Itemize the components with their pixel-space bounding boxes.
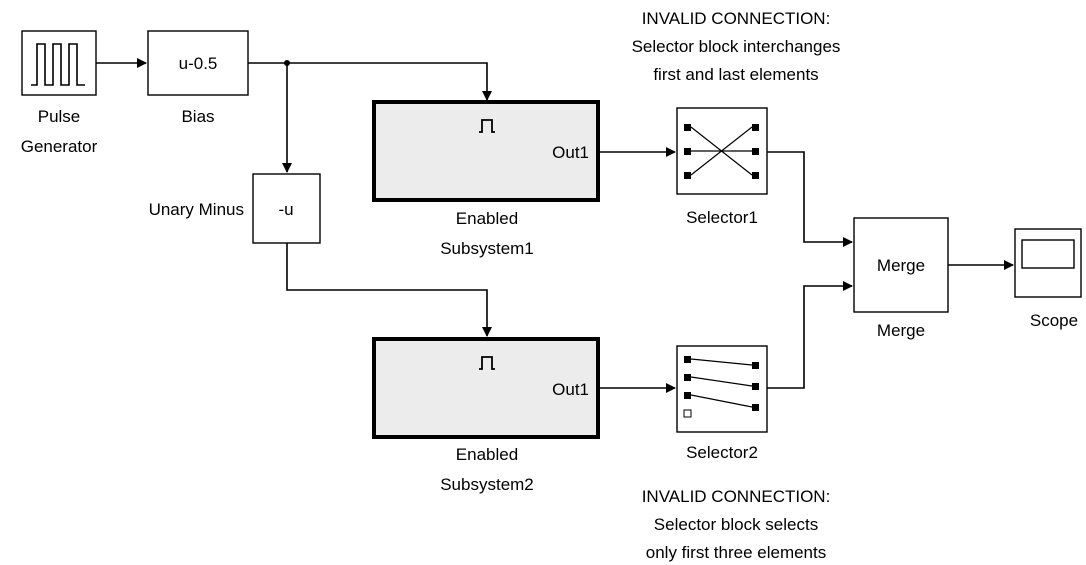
- unary-minus-expression: -u: [278, 200, 293, 219]
- merge-block[interactable]: Merge Merge: [853, 217, 949, 340]
- bias-body[interactable]: [147, 30, 249, 96]
- enabled-subsystem2-block[interactable]: Out1 Enabled Subsystem2: [372, 337, 600, 494]
- pulse-generator-label-line1: Pulse: [38, 107, 81, 126]
- pulse-generator-block[interactable]: Pulse Generator: [21, 30, 98, 156]
- annotation-bottom-line2: Selector block selects: [654, 515, 818, 534]
- unary-minus-body[interactable]: [252, 173, 321, 244]
- enabled-subsystem2-body[interactable]: [372, 337, 600, 439]
- subsystem1-label-line2: Subsystem1: [440, 239, 534, 258]
- annotation-bottom: INVALID CONNECTION: Selector block selec…: [642, 487, 831, 562]
- annotation-top: INVALID CONNECTION: Selector block inter…: [632, 9, 841, 84]
- wire-selector2-to-merge[interactable]: [767, 281, 853, 389]
- wire-selector1-to-merge[interactable]: [767, 151, 853, 247]
- merge-label: Merge: [877, 321, 925, 340]
- scope-block[interactable]: Scope: [1014, 228, 1082, 330]
- subsystem1-out-port-label: Out1: [552, 143, 589, 162]
- enabled-subsystem1-body[interactable]: [372, 100, 600, 202]
- bias-block[interactable]: u-0.5 Bias: [147, 30, 249, 126]
- merge-body[interactable]: [853, 217, 949, 313]
- subsystem2-label-line2: Subsystem2: [440, 475, 534, 494]
- wire-unary-minus-to-subsystem2-enable[interactable]: [286, 243, 492, 337]
- subsystem2-out-port-label: Out1: [552, 380, 589, 399]
- selector1-label: Selector1: [686, 208, 758, 227]
- selector2-label: Selector2: [686, 443, 758, 462]
- pulse-generator-label-line2: Generator: [21, 137, 98, 156]
- annotation-bottom-line1: INVALID CONNECTION:: [642, 487, 831, 506]
- wire-bias-to-subsystem1-enable[interactable]: [248, 62, 492, 101]
- selector2-block[interactable]: Selector2: [676, 345, 768, 462]
- enabled-subsystem1-block[interactable]: Out1 Enabled Subsystem1: [372, 100, 600, 258]
- subsystem1-label-line1: Enabled: [456, 209, 518, 228]
- annotation-top-line1: INVALID CONNECTION:: [642, 9, 831, 28]
- bias-expression: u-0.5: [179, 54, 218, 73]
- subsystem2-label-line1: Enabled: [456, 445, 518, 464]
- scope-label: Scope: [1030, 311, 1078, 330]
- unary-minus-block[interactable]: -u Unary Minus: [149, 173, 321, 244]
- bias-label: Bias: [181, 107, 214, 126]
- enable-port-icon: [479, 119, 495, 133]
- scope-screen-icon: [1021, 239, 1075, 269]
- merge-content: Merge: [877, 256, 925, 275]
- selector1-swap-icon: [684, 124, 759, 179]
- annotation-bottom-line3: only first three elements: [646, 543, 826, 562]
- selector1-block[interactable]: Selector1: [676, 107, 768, 227]
- annotation-top-line3: first and last elements: [653, 65, 818, 84]
- pulse-wave-icon: [31, 43, 85, 86]
- wires: [96, 58, 1014, 393]
- annotation-top-line2: Selector block interchanges: [632, 37, 841, 56]
- branch-point: [284, 60, 290, 66]
- enable-port-icon: [479, 356, 495, 370]
- unary-minus-label: Unary Minus: [149, 200, 244, 219]
- selector2-select-icon: [683, 356, 759, 418]
